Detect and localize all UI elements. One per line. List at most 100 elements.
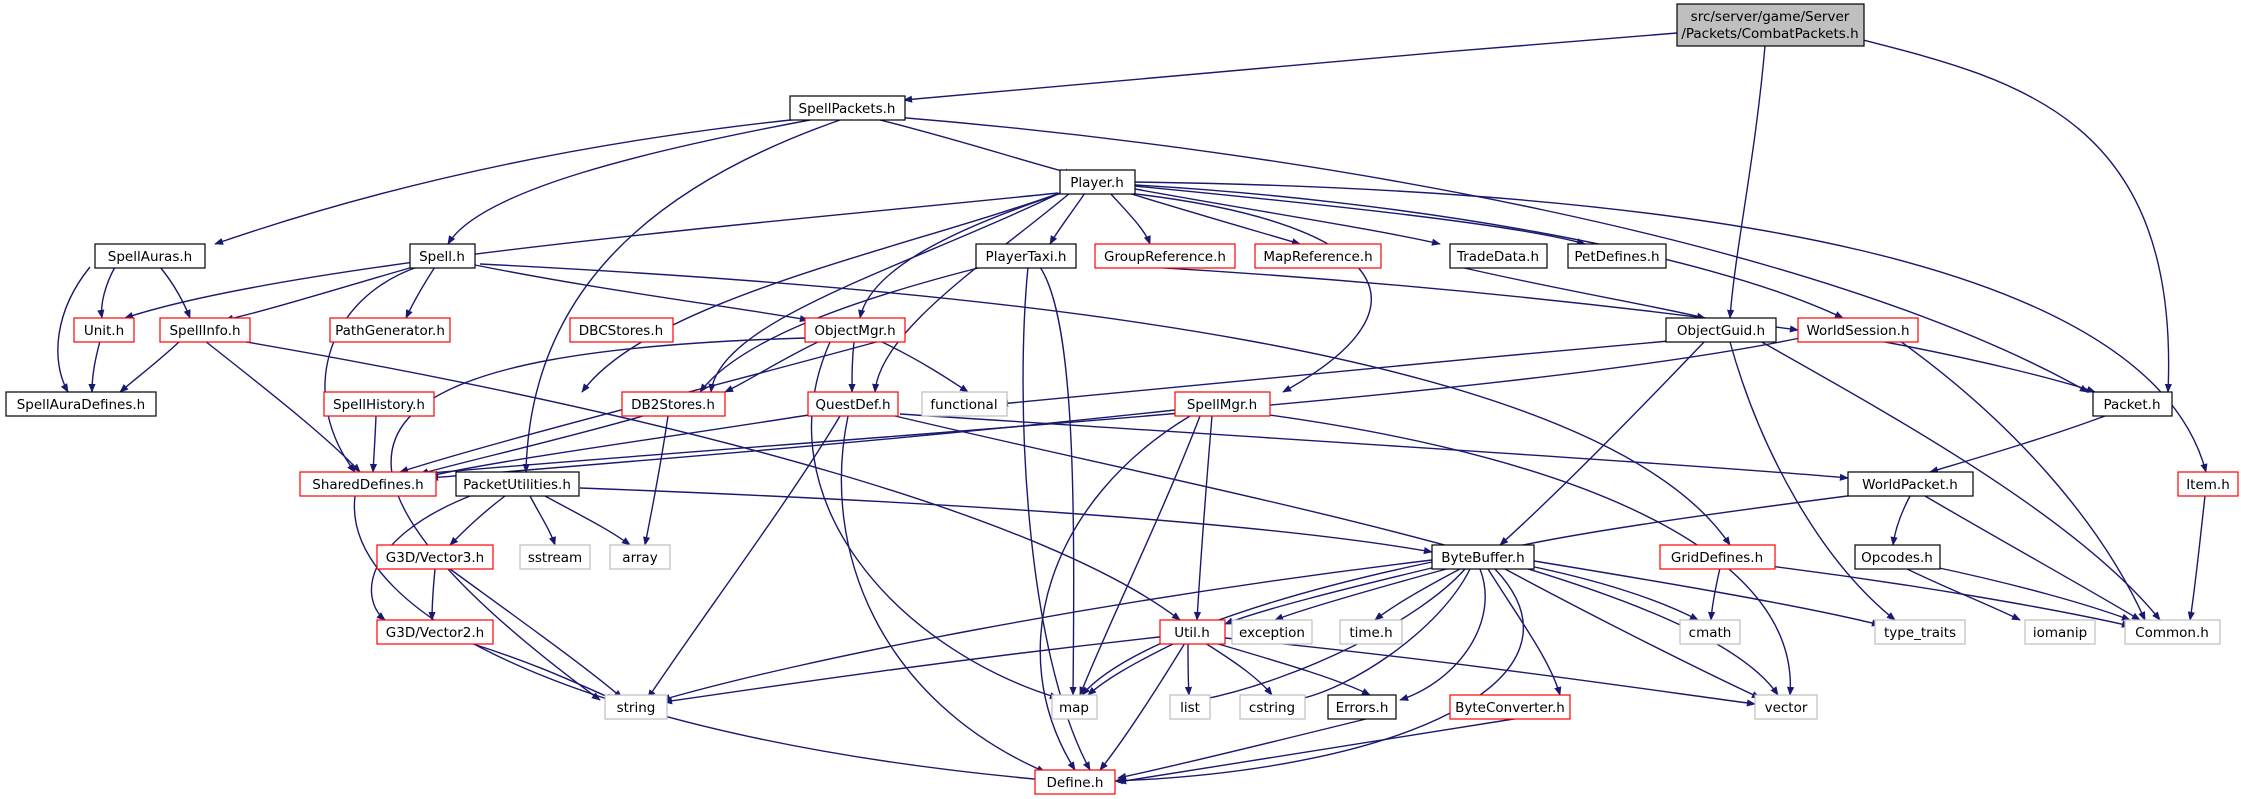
node-playertaxi[interactable]: PlayerTaxi.h [975,243,1077,269]
edge-bytebuffer-timeh [1374,568,1461,621]
node-define[interactable]: Define.h [1034,769,1116,795]
node-objectguid[interactable]: ObjectGuid.h [1665,317,1777,343]
node-g3d-vector2[interactable]: G3D/Vector2.h [376,619,494,645]
edge-questdef-vector [894,415,1779,696]
edge-player-tradedata [1134,188,1441,246]
edge-shareddefines-define [353,495,1046,783]
node-pathgenerator-label: PathGenerator.h [335,323,445,339]
edge-griddefines-cmath [1707,567,1721,621]
node-g3d-vector2-label: G3D/Vector2.h [386,625,484,641]
node-type-traits: type_traits [1874,619,1966,645]
node-array: array [609,544,671,570]
edge-bytebuffer-type_traits [1527,559,1881,627]
node-map: map [1051,694,1098,720]
edge-worldsession-common [1899,340,2146,621]
edge-bytebuffer-errors [1399,568,1486,701]
node-spell-label: Spell.h [419,249,465,265]
edge-spellpackets-spellauras [214,118,801,245]
node-spellhistory[interactable]: SpellHistory.h [323,391,435,417]
node-unit[interactable]: Unit.h [73,317,135,343]
edge-questdef-shareddefines [429,413,816,478]
edge-item-common [2187,495,2206,621]
node-worldpacket-label: WorldPacket.h [1862,477,1958,493]
node-db2stores[interactable]: DB2Stores.h [621,391,726,417]
edge-spellinfo-util [234,339,1181,621]
node-opcodes[interactable]: Opcodes.h [1854,544,1941,570]
edge-util-errors [1214,642,1371,696]
node-spellauras-label: SpellAuras.h [108,249,192,265]
edge-util-vector [1224,637,1756,707]
edge-spellinfo-spellauradefines [119,340,181,393]
edges [57,32,2208,785]
node-db2stores-label: DB2Stores.h [631,397,715,413]
node-vector: vector [1754,694,1818,720]
node-tradedata[interactable]: TradeData.h [1449,243,1548,269]
node-mapreference[interactable]: MapReference.h [1254,243,1382,269]
edge-player-questdef [872,192,1071,393]
edge-spellmgr-shareddefines [429,409,1176,481]
node-packetutilities[interactable]: PacketUtilities.h [455,471,580,497]
edge-util-list [1184,642,1193,696]
node-pathgenerator[interactable]: PathGenerator.h [329,317,451,343]
node-errors[interactable]: Errors.h [1327,694,1397,720]
node-objectmgr[interactable]: ObjectMgr.h [804,317,906,343]
edge-spellauras-spellauradefines [57,266,91,393]
edge-bytebuffer-byteconverter [1487,568,1562,696]
node-spellauras[interactable]: SpellAuras.h [94,243,206,269]
edge-worldpacket-opcodes [1890,495,1911,546]
node-shareddefines[interactable]: SharedDefines.h [299,471,437,497]
node-bytebuffer-label: ByteBuffer.h [1441,550,1524,566]
edge-root-objectguid [1727,45,1766,319]
node-questdef[interactable]: QuestDef.h [807,391,899,417]
node-util[interactable]: Util.h [1159,619,1226,645]
node-spellinfo-label: SpellInfo.h [169,323,240,339]
node-spellpackets[interactable]: SpellPackets.h [789,95,906,121]
node-vector-label: vector [1765,700,1808,716]
node-petdefines[interactable]: PetDefines.h [1567,243,1667,269]
node-packet-label: Packet.h [2103,397,2160,413]
node-item-label: Item.h [2186,477,2230,493]
node-byteconverter[interactable]: ByteConverter.h [1449,694,1571,720]
node-array-label: array [622,550,657,566]
node-dbcstores[interactable]: DBCStores.h [569,317,674,343]
node-time-h: time.h [1339,619,1403,645]
node-spellmgr-label: SpellMgr.h [1187,397,1257,413]
node-cstring-label: cstring [1249,700,1295,716]
node-shareddefines-label: SharedDefines.h [312,477,423,493]
node-spellinfo[interactable]: SpellInfo.h [159,317,251,343]
node-spellauradefines[interactable]: SpellAuraDefines.h [5,391,157,417]
node-exception-label: exception [1239,625,1305,641]
edge-player-groupreference [1109,192,1151,245]
edge-spell-spellinfo [224,264,421,322]
node-player[interactable]: Player.h [1059,169,1136,195]
edge-g3dvector3-g3dvector2 [428,568,436,621]
edge-griddefines-common [1769,565,2131,628]
node-iomanip: iomanip [2024,619,2096,645]
edge-player-item [1134,181,2208,473]
edge-player-worldsession [1134,184,1844,319]
node-string-label: string [617,700,656,716]
node-worldsession[interactable]: WorldSession.h [1797,317,1919,343]
edge-player-unit [124,192,1059,319]
edge-questdef-define [840,415,1046,773]
node-functional: functional [921,391,1008,417]
node-item[interactable]: Item.h [2177,471,2239,497]
edge-bytebuffer-util [1224,565,1441,625]
node-util-label: Util.h [1174,625,1210,641]
node-spellmgr[interactable]: SpellMgr.h [1174,391,1271,417]
edge-tradedata-objectguid [1459,266,1706,320]
edge-packetutilities-array [544,495,631,546]
node-spell[interactable]: Spell.h [409,243,476,269]
node-g3d-vector3[interactable]: G3D/Vector3.h [376,544,494,570]
edge-spellmgr-vector [1261,413,1795,696]
node-tradedata-label: TradeData.h [1456,249,1539,265]
edge-objectguid-functional [999,339,1681,407]
node-bytebuffer[interactable]: ByteBuffer.h [1431,544,1535,570]
node-cstring: cstring [1239,694,1306,720]
node-packet[interactable]: Packet.h [2092,391,2173,417]
edge-g3dvector2-string [469,642,616,701]
node-worldpacket[interactable]: WorldPacket.h [1847,471,1974,497]
node-groupreference[interactable]: GroupReference.h [1094,243,1236,269]
node-griddefines[interactable]: GridDefines.h [1659,544,1776,570]
